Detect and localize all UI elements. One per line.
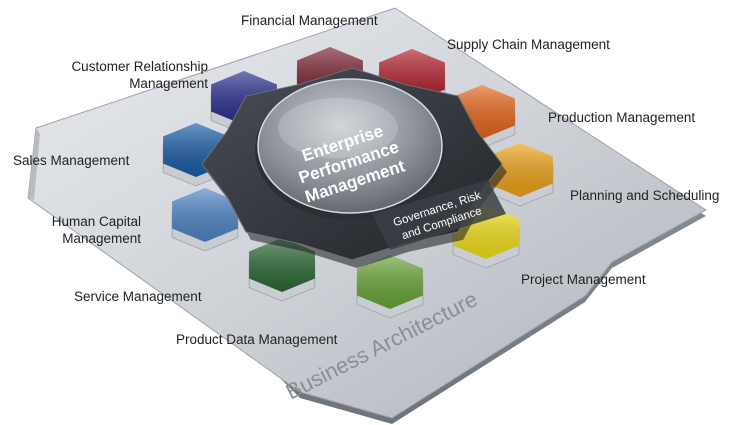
module-label-project: Project Management (521, 272, 646, 287)
module-hexagon-human-capital (171, 188, 239, 252)
module-hexagon-product-data (356, 255, 424, 319)
module-hexagon-planning (486, 143, 554, 207)
module-label-planning: Planning and Scheduling (570, 188, 720, 203)
epm-disc (255, 78, 445, 220)
module-label-service: Service Management (74, 289, 202, 304)
module-label-sales: Sales Management (13, 153, 130, 168)
module-label-production: Production Management (548, 110, 696, 125)
module-label-product-data: Product Data Management (176, 332, 338, 347)
module-label-financial: Financial Management (241, 13, 378, 28)
module-label-supply-chain: Supply Chain Management (447, 37, 610, 52)
module-hexagon-service (248, 238, 316, 302)
